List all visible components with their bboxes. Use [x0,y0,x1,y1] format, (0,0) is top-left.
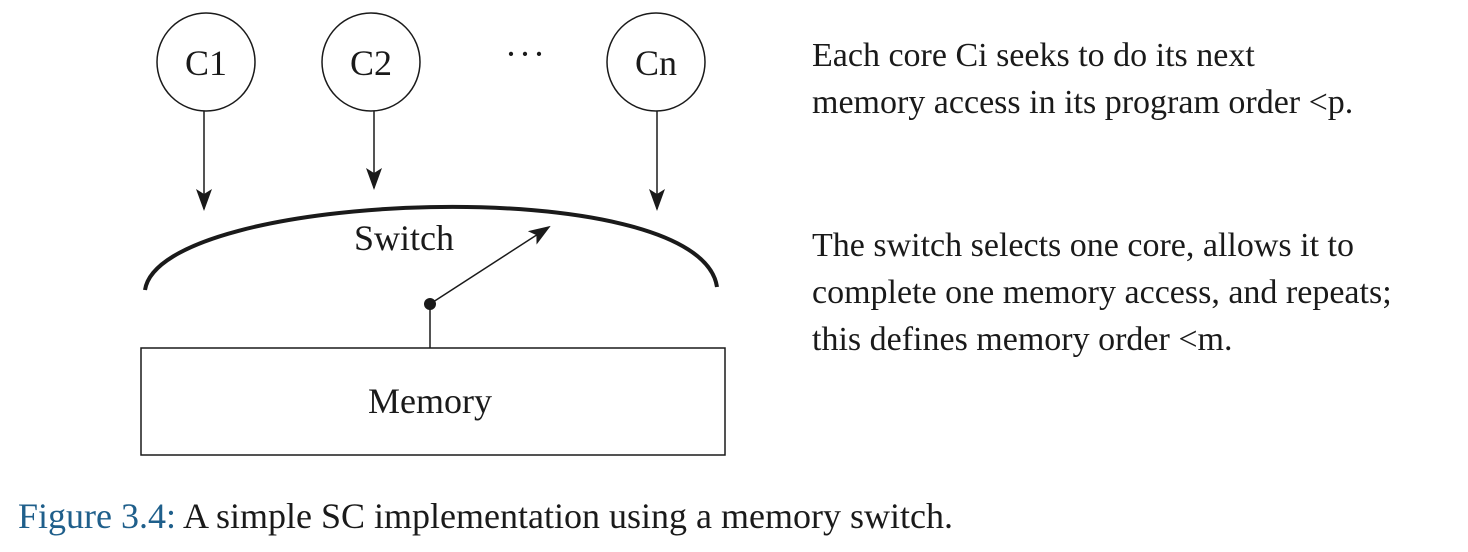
figure-caption-text: A simple SC implementation using a memor… [183,496,953,536]
core-description-line: memory access in its program order <p. [812,84,1354,121]
switch-description-line: complete one memory access, and repeats; [812,274,1392,311]
switch-pointer-arrow [429,225,551,305]
core-c1-label: C1 [185,43,227,83]
switch-description: The switch selects one core, allows it t… [812,222,1392,363]
switch-pivot [424,298,436,310]
core-c2: C2 [321,12,421,112]
cores-ellipsis: ··· [505,34,547,74]
memory-block: Memory [140,347,726,456]
core-description: Each core Ci seeks to do its next memory… [812,32,1353,126]
core-c2-label: C2 [350,43,392,83]
core-cn-label: Cn [635,43,677,83]
figure-caption: Figure 3.4: A simple SC implementation u… [18,492,953,540]
core-cn: Cn [606,12,706,112]
switch-description-line: The switch selects one core, allows it t… [812,227,1354,264]
sc-memory-switch-diagram: C1 C2 ··· Cn Switch Memory [140,12,726,456]
core-c2-circle [321,12,421,112]
memory-label: Memory [368,381,492,421]
switch-label: Switch [354,218,454,258]
core-cn-circle [606,12,706,112]
switch-description-line: this defines memory order <m. [812,321,1233,358]
switch-arc [143,204,719,291]
core-c1: C1 [156,12,256,112]
figure-caption-label: Figure 3.4: [18,496,176,536]
core-c1-circle [156,12,256,112]
core-description-line: Each core Ci seeks to do its next [812,37,1255,74]
memory-box [140,347,726,456]
